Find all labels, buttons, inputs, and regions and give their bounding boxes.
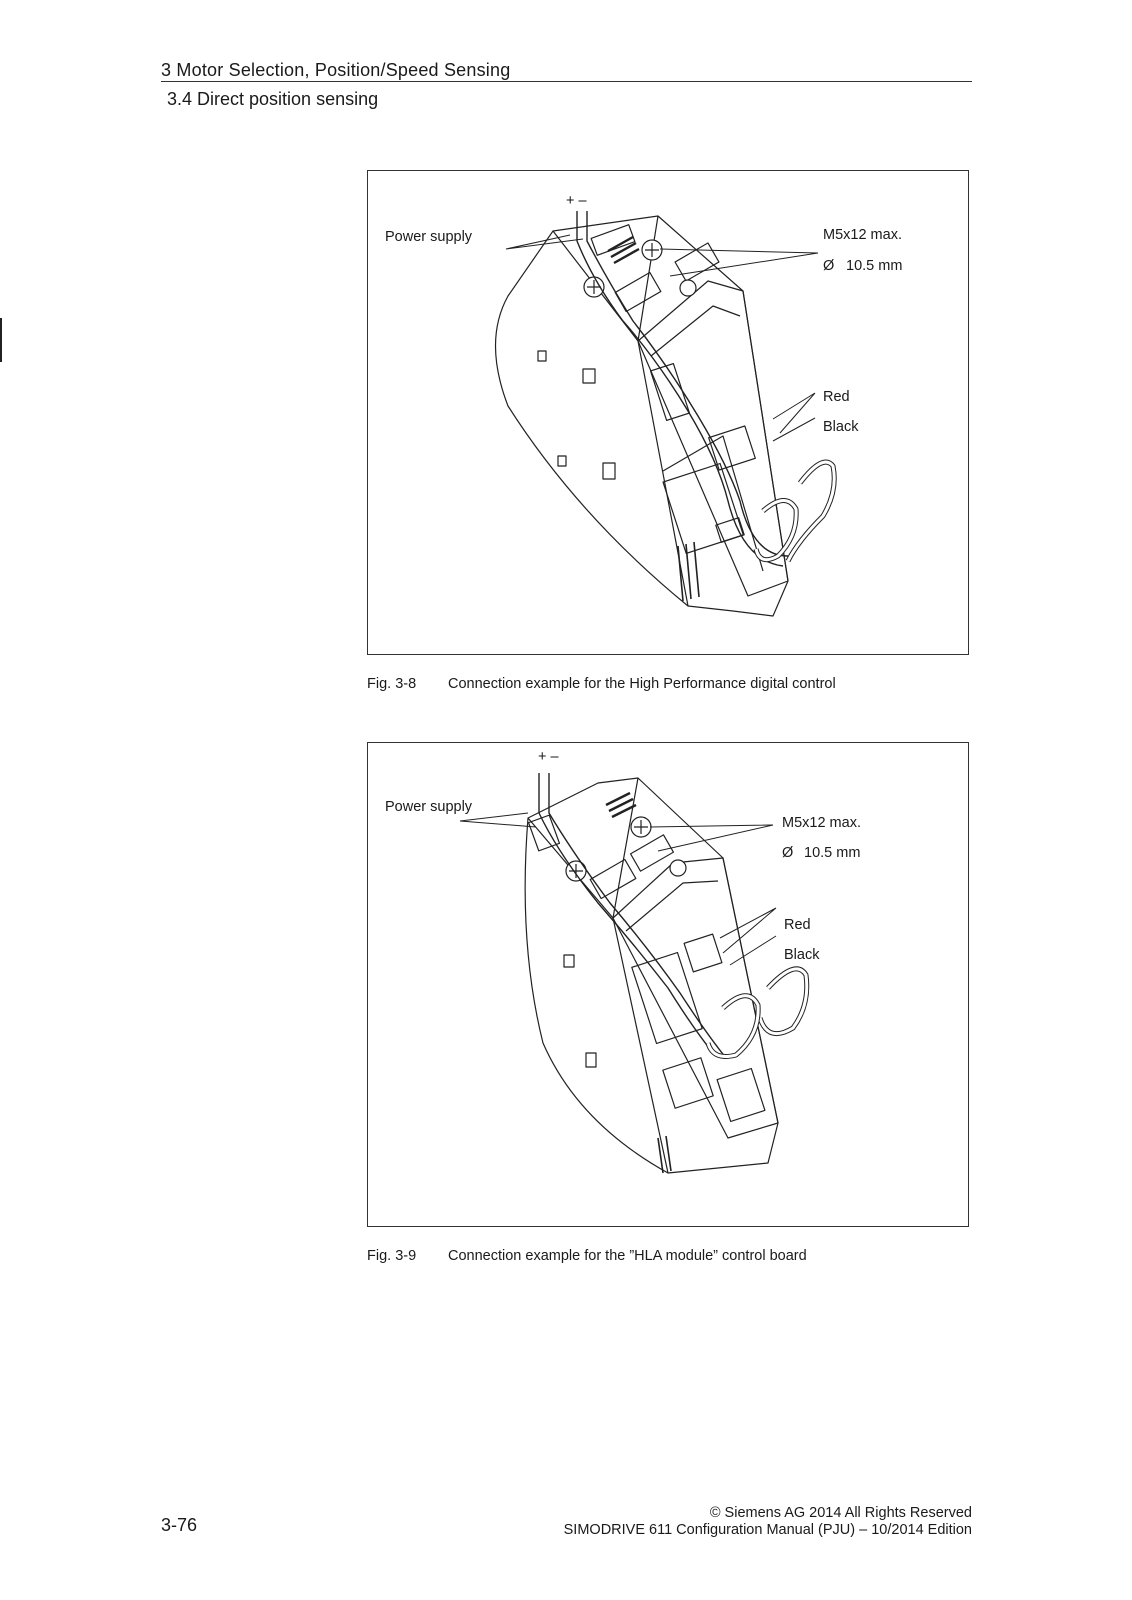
figure-3-8: + – Power supply M5x12 max. Ø 10.5 mm Re… [367, 170, 969, 655]
header-rule [161, 81, 972, 82]
manual-title: SIMODRIVE 611 Configuration Manual (PJU)… [563, 1522, 972, 1538]
red-wire-label: Red [784, 917, 811, 933]
figure-3-8-number: Fig. 3-8 [367, 676, 417, 692]
screw-spec-label: M5x12 max. [823, 227, 902, 243]
figure-3-9-number: Fig. 3-9 [367, 1248, 417, 1264]
figure-3-8-caption: Connection example for the High Performa… [448, 676, 836, 692]
margin-change-bar [0, 318, 2, 362]
power-supply-label: Power supply [385, 229, 473, 245]
drive-module-illustration-1 [495, 211, 837, 617]
power-supply-label: Power supply [385, 799, 473, 815]
screw-spec-label: M5x12 max. [782, 815, 861, 831]
black-wire-label: Black [823, 419, 859, 435]
figure-3-9-caption: Connection example for the ”HLA module” … [448, 1248, 807, 1264]
diameter-value-label: 10.5 mm [846, 258, 903, 274]
polarity-label: + – [538, 749, 559, 765]
drive-module-illustration-2 [459, 773, 810, 1174]
diameter-symbol: Ø [823, 258, 835, 274]
section-heading: 3.4 Direct position sensing [167, 89, 379, 109]
diameter-value-label: 10.5 mm [804, 845, 861, 861]
page-number: 3-76 [161, 1515, 198, 1535]
diameter-symbol: Ø [782, 845, 794, 861]
copyright-notice: © Siemens AG 2014 All Rights Reserved [709, 1505, 972, 1521]
chapter-heading: 3 Motor Selection, Position/Speed Sensin… [161, 60, 511, 80]
red-wire-label: Red [823, 389, 850, 405]
polarity-label: + – [566, 193, 587, 209]
figure-3-9: + – Power supply M5x12 max. Ø 10.5 mm Re… [367, 742, 969, 1227]
black-wire-label: Black [784, 947, 820, 963]
